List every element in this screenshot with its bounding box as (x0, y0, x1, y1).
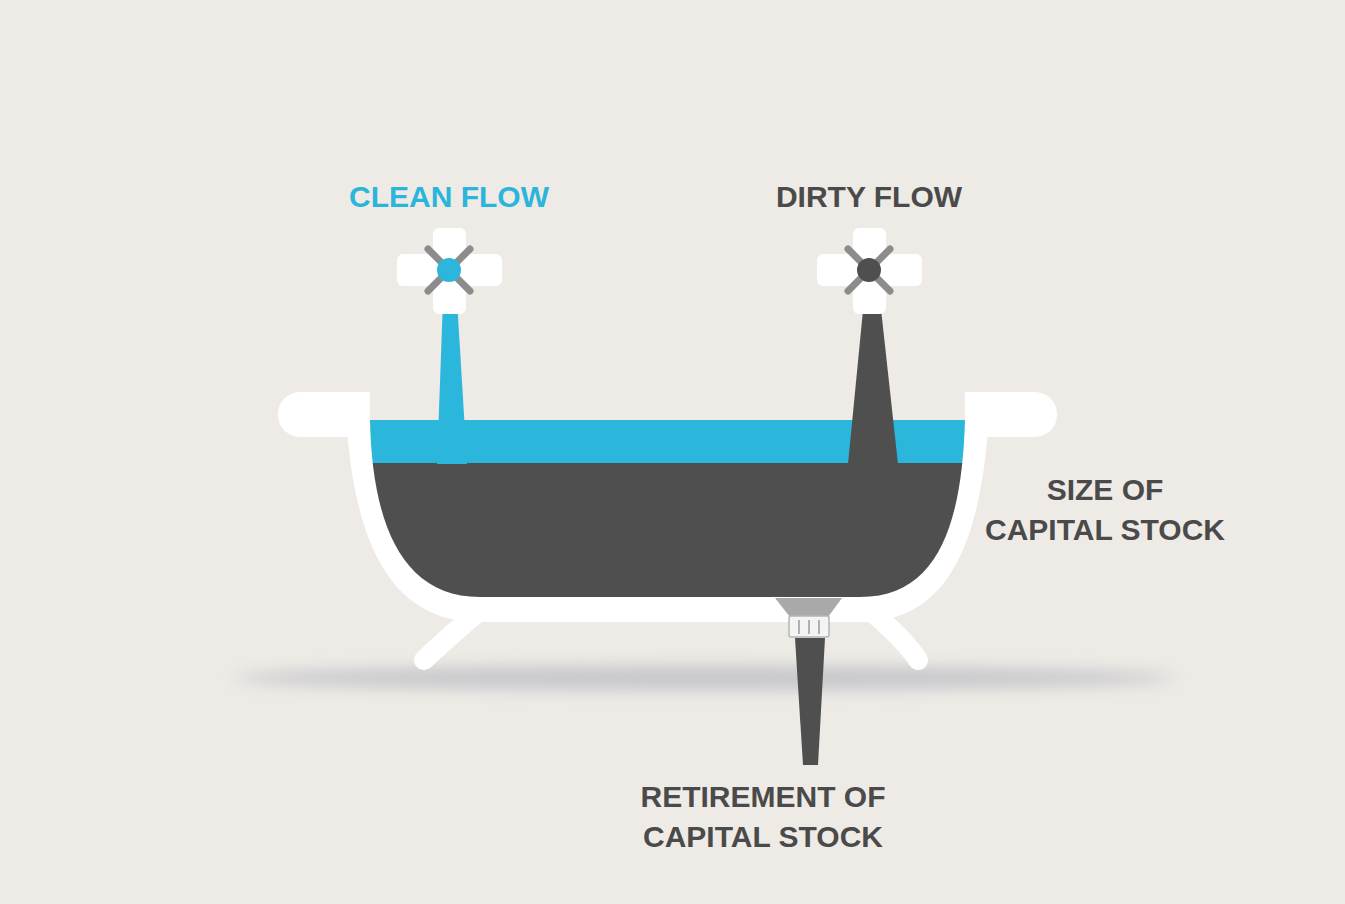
dirty-stream (848, 300, 898, 464)
drain (775, 598, 842, 637)
dirty-tap (817, 228, 922, 314)
flow-label: RETIREMENT OF CAPITAL STOCK (633, 777, 893, 857)
floor-shadow (235, 666, 1175, 690)
flow-label: DIRTY FLOW (739, 177, 999, 217)
clean-stream (437, 300, 467, 464)
outflow-stream (795, 638, 825, 765)
flow-label: SIZE OF CAPITAL STOCK (980, 470, 1230, 550)
flow-label: CLEAN FLOW (319, 177, 579, 217)
dirty-capital-layer (360, 463, 975, 603)
clean-tap (397, 228, 502, 314)
